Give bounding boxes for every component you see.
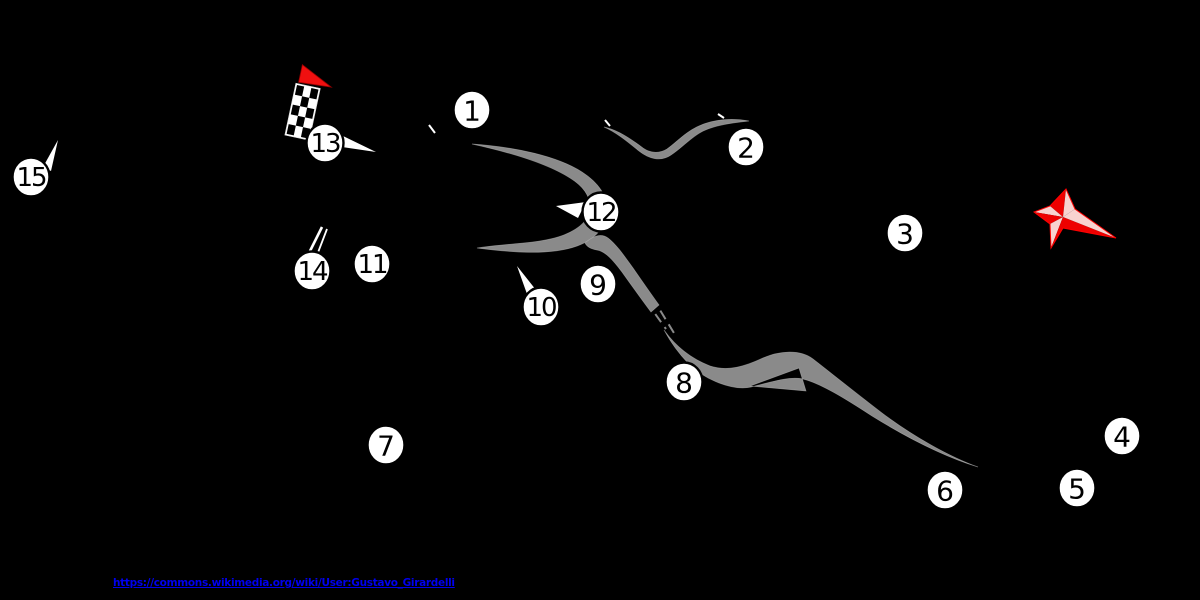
- turn-label-number: 12: [586, 198, 615, 228]
- turn-label-number: 3: [896, 218, 914, 251]
- red-star-icon: [1032, 188, 1117, 250]
- track-segments: [428, 113, 979, 468]
- track-segment-turn2: [603, 119, 750, 160]
- turn-label-circle: [352, 243, 392, 285]
- pointer-turn10: [517, 266, 536, 294]
- turn-label-circle: [366, 424, 406, 466]
- star-outline: [1032, 188, 1117, 250]
- turn-label-circle: [305, 122, 345, 164]
- turn-label-circle: [581, 191, 621, 233]
- turn-label-circle: [885, 212, 925, 254]
- turn-label-number: 13: [310, 129, 340, 159]
- attribution-link[interactable]: https://commons.wikimedia.org/wiki/User:…: [113, 577, 455, 589]
- track-edge-dashes: [645, 296, 675, 334]
- turn-label-number: 15: [16, 163, 46, 193]
- turn-label-number: 11: [357, 250, 387, 280]
- turn-label-number: 8: [675, 367, 693, 400]
- turn-label-circle: [521, 286, 561, 328]
- pointer-turn15: [43, 140, 58, 171]
- turn-label-number: 10: [526, 293, 556, 323]
- red-pennant-icon: [298, 63, 333, 88]
- flag-checkers: [286, 85, 319, 139]
- turn-label-number: 5: [1068, 473, 1086, 506]
- turn-label-circle: [1102, 415, 1142, 457]
- turn-label-number: 4: [1113, 421, 1131, 454]
- turn-label-circle: [1057, 467, 1097, 509]
- turn-label-circle: [726, 126, 766, 168]
- turn-label-circle: [452, 89, 492, 131]
- label-pointers: [43, 136, 586, 294]
- turn-label-circle: [925, 469, 965, 511]
- turn-label-circle: [664, 361, 704, 403]
- turn-label-number: 14: [297, 257, 328, 287]
- track-segment-turn8-straight: [663, 329, 979, 468]
- pointer-turn12: [556, 202, 586, 218]
- turn-label-number: 1: [463, 95, 481, 128]
- pointer-turn13: [342, 136, 376, 152]
- turn-label-number: 6: [936, 475, 954, 508]
- turn-label-number: 7: [377, 430, 395, 463]
- turn-label-number: 2: [737, 132, 755, 165]
- turn-label-circle: [11, 156, 51, 198]
- turn-label-number: 9: [589, 269, 607, 302]
- turn-label-circle: [292, 250, 332, 292]
- track-tick-marks: [428, 113, 725, 134]
- track-segment-turn9: [584, 235, 660, 313]
- turn-label-circle: [578, 263, 618, 305]
- track-segment-hairpin: [471, 143, 608, 253]
- checkered-flag-icon: [284, 63, 333, 141]
